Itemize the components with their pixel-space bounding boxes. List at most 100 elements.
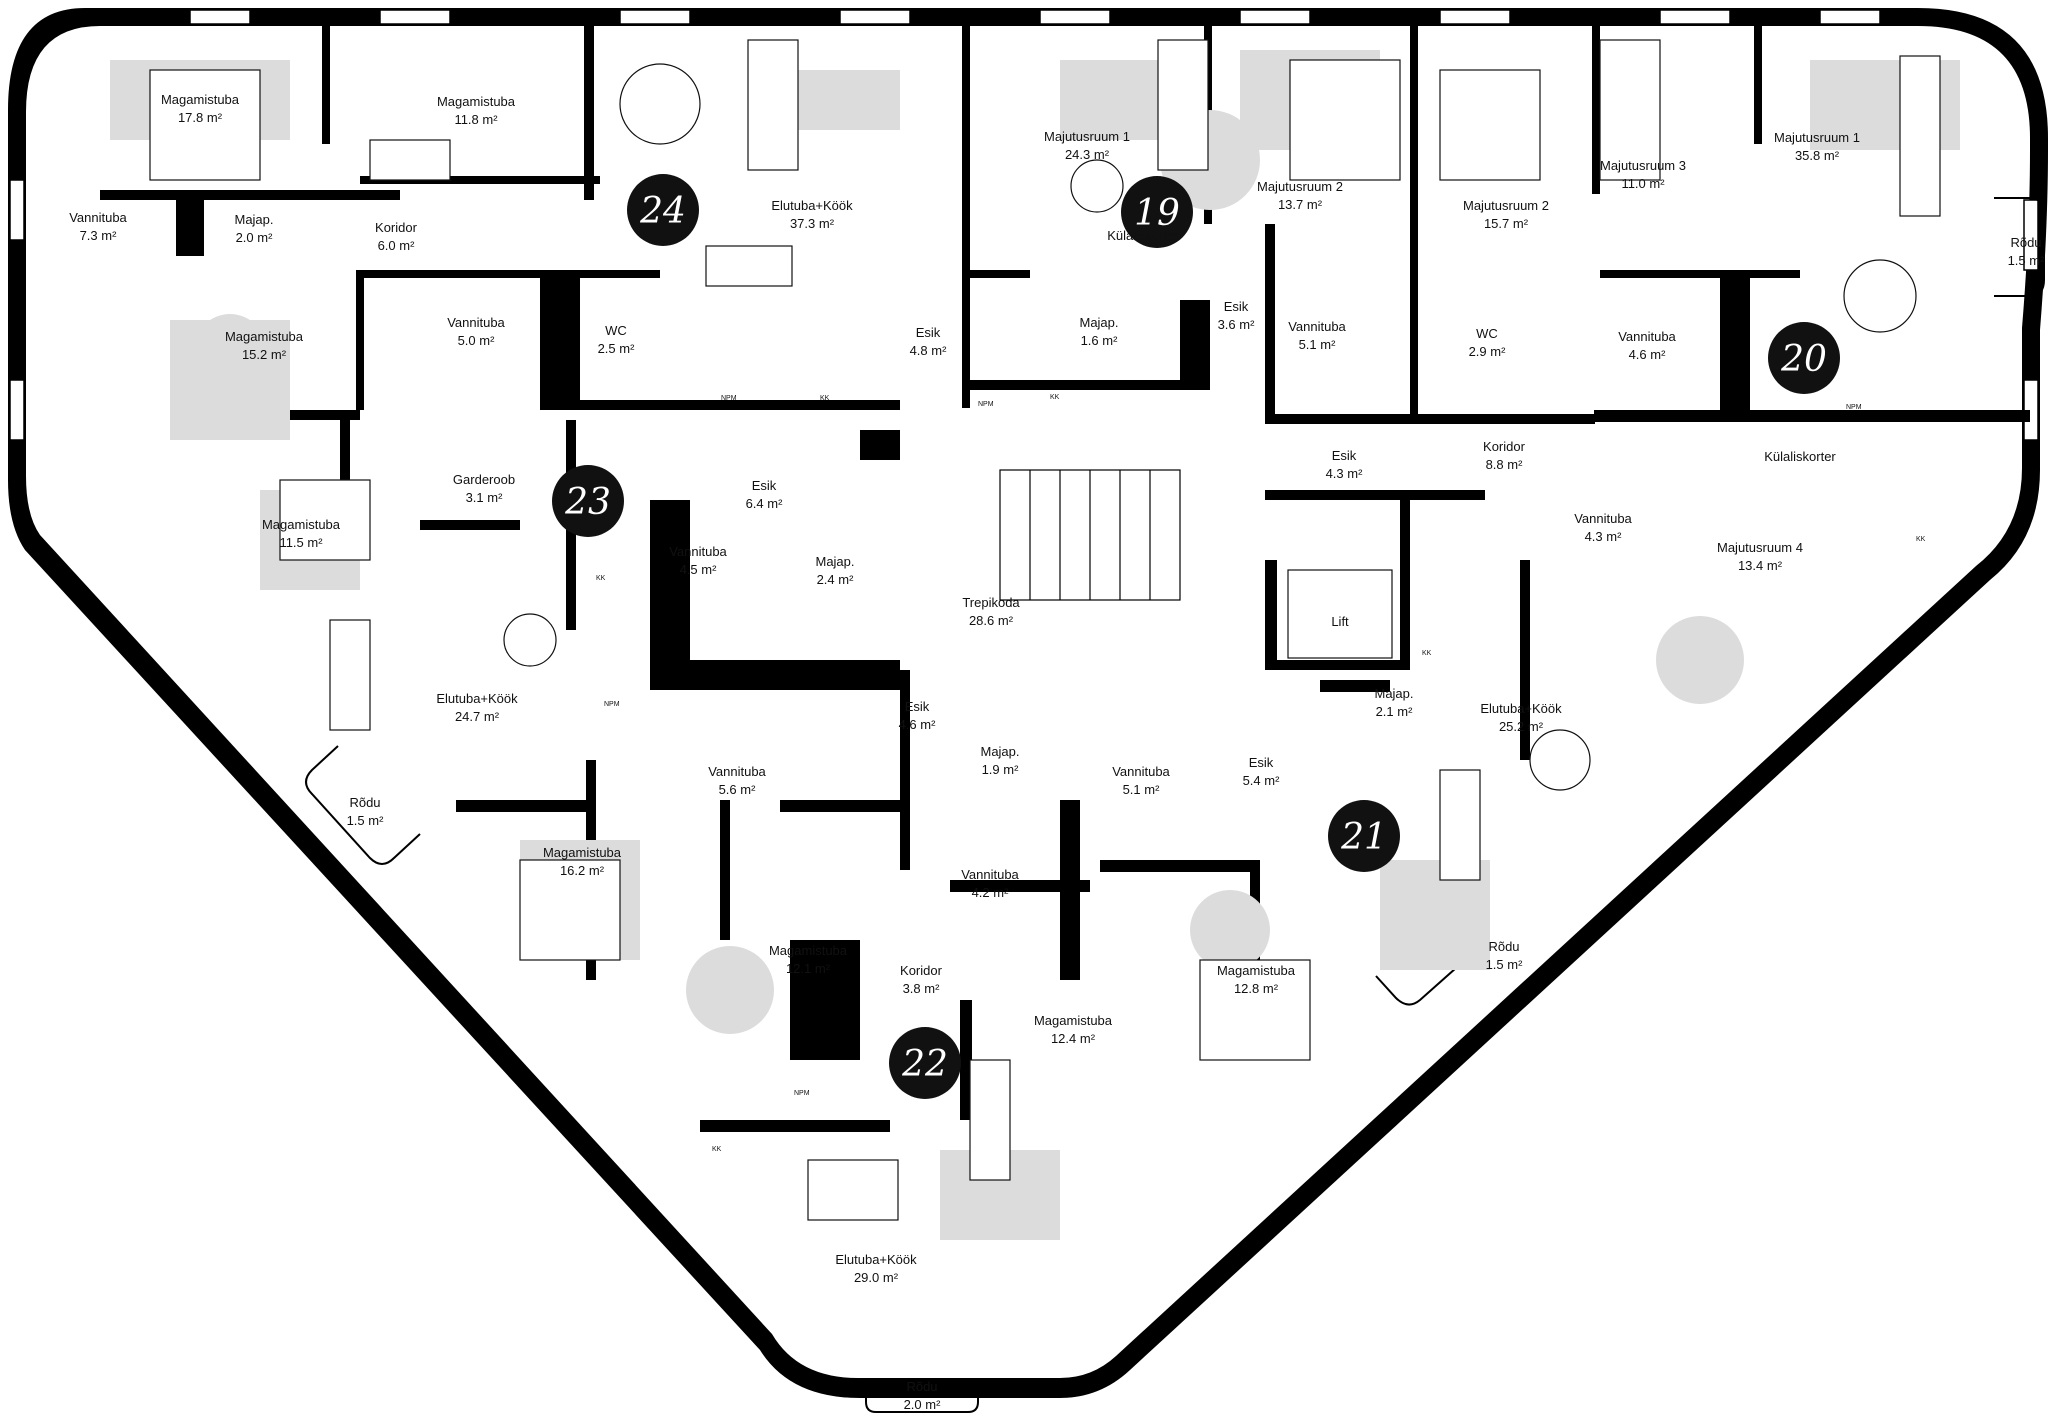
svg-text:Rõdu: Rõdu — [906, 1379, 937, 1394]
svg-text:Magamistuba: Magamistuba — [262, 517, 341, 532]
svg-text:Magamistuba: Magamistuba — [225, 329, 304, 344]
svg-text:24.3 m²: 24.3 m² — [1065, 147, 1110, 162]
svg-text:Esik: Esik — [752, 478, 777, 493]
unit-badge-22: 22 — [889, 1027, 961, 1099]
room-label: WC2.9 m² — [1469, 326, 1507, 359]
svg-text:Magamistuba: Magamistuba — [769, 943, 848, 958]
svg-text:2.0 m²: 2.0 m² — [236, 230, 274, 245]
room-label: Koridor 6.0 m² — [375, 220, 418, 253]
room-label: Vannituba 5.1 m² — [1288, 319, 1346, 352]
appliance-tag: NPM — [604, 701, 620, 708]
svg-text:Vannituba: Vannituba — [1618, 329, 1676, 344]
room-label: Majutusruum 2 13.7 m² — [1257, 179, 1343, 212]
svg-text:12.1 m²: 12.1 m² — [786, 961, 831, 976]
svg-text:11.0 m²: 11.0 m² — [1621, 176, 1665, 191]
unit-badge-24: 24 — [627, 174, 699, 246]
svg-text:Vannituba: Vannituba — [447, 315, 505, 330]
room-label: Vannituba 4.6 m² — [1618, 329, 1676, 362]
interior-walls — [100, 24, 2030, 1132]
svg-text:11.8 m²: 11.8 m² — [454, 112, 498, 127]
appliance-tag: KK — [1916, 536, 1926, 543]
svg-text:4.6 m²: 4.6 m² — [1629, 347, 1667, 362]
room-label: Rõdu 1.5 m² — [2008, 235, 2046, 268]
svg-text:Magamistuba: Magamistuba — [161, 92, 240, 107]
room-label: Majap.1.6 m² — [1079, 315, 1118, 348]
appliance-tag: NPM — [794, 1090, 810, 1097]
svg-text:Vannituba: Vannituba — [708, 764, 766, 779]
svg-text:5.1 m²: 5.1 m² — [1299, 337, 1337, 352]
appliance-tag: NPM — [978, 401, 994, 408]
svg-text:4.2 m²: 4.2 m² — [972, 885, 1010, 900]
stairwell — [999, 469, 1393, 659]
svg-text:37.3 m²: 37.3 m² — [790, 216, 835, 231]
room-label: Vannituba 4.2 m² — [961, 867, 1019, 900]
svg-text:5.0 m²: 5.0 m² — [458, 333, 496, 348]
svg-text:Magamistuba: Magamistuba — [543, 845, 622, 860]
svg-text:Koridor: Koridor — [375, 220, 418, 235]
svg-text:WC: WC — [1476, 326, 1498, 341]
svg-text:Majutusruum 1: Majutusruum 1 — [1044, 129, 1130, 144]
svg-text:1.5 m²: 1.5 m² — [347, 813, 385, 828]
svg-text:Majutusruum 2: Majutusruum 2 — [1257, 179, 1343, 194]
unit-number: 23 — [564, 482, 611, 523]
svg-text:Majap.: Majap. — [1374, 686, 1413, 701]
room-label: Koridor 8.8 m² — [1483, 439, 1526, 472]
svg-text:5.1 m²: 5.1 m² — [1123, 782, 1161, 797]
svg-text:12.4 m²: 12.4 m² — [1051, 1031, 1096, 1046]
svg-text:Koridor: Koridor — [1483, 439, 1526, 454]
svg-text:5.4 m²: 5.4 m² — [1243, 773, 1281, 788]
svg-text:11.5 m²: 11.5 m² — [279, 535, 323, 550]
room-label: Majap.2.4 m² — [815, 554, 854, 587]
svg-text:Majutusruum 4: Majutusruum 4 — [1717, 540, 1803, 555]
svg-text:24.7 m²: 24.7 m² — [455, 709, 500, 724]
room-label: WC 2.5 m² — [598, 323, 636, 356]
svg-text:8.8 m²: 8.8 m² — [1486, 457, 1524, 472]
svg-text:3.1 m²: 3.1 m² — [466, 490, 504, 505]
svg-text:1.5 m²: 1.5 m² — [1486, 957, 1524, 972]
svg-text:Vannituba: Vannituba — [669, 544, 727, 559]
svg-text:25.2 m²: 25.2 m² — [1499, 719, 1544, 734]
svg-text:Rõdu: Rõdu — [1488, 939, 1519, 954]
svg-text:Vannituba: Vannituba — [961, 867, 1019, 882]
unit-number: 20 — [1780, 339, 1827, 380]
svg-text:Vannituba: Vannituba — [1288, 319, 1346, 334]
svg-text:1.6 m²: 1.6 m² — [1081, 333, 1119, 348]
appliance-tags: NPM KK NPM KK NPM KK NPM KK NPM KK KK — [596, 394, 1926, 1153]
svg-text:1.5 m²: 1.5 m² — [2008, 253, 2046, 268]
unit-badge-20: 20 — [1768, 322, 1840, 394]
svg-text:Elutuba+Köök: Elutuba+Köök — [1480, 701, 1562, 716]
room-label: Majap.1.9 m² — [980, 744, 1019, 777]
svg-text:13.7 m²: 13.7 m² — [1278, 197, 1323, 212]
svg-text:2.5 m²: 2.5 m² — [598, 341, 636, 356]
svg-text:1.9 m²: 1.9 m² — [982, 762, 1020, 777]
room-label: Majutusruum 215.7 m² — [1463, 198, 1549, 231]
unit-number: 24 — [639, 191, 686, 232]
svg-text:Majap.: Majap. — [234, 212, 273, 227]
svg-text:WC: WC — [605, 323, 627, 338]
svg-text:28.6 m²: 28.6 m² — [969, 613, 1014, 628]
svg-text:Garderoob: Garderoob — [453, 472, 515, 487]
room-label: Rõdu 1.5 m² — [1486, 939, 1524, 972]
svg-text:Koridor: Koridor — [900, 963, 943, 978]
unit-badge-23: 23 — [552, 465, 624, 537]
unit-number: 21 — [1340, 817, 1387, 858]
svg-text:Vannituba: Vannituba — [1574, 511, 1632, 526]
svg-text:Rõdu: Rõdu — [2010, 235, 2041, 250]
svg-text:6.0 m²: 6.0 m² — [378, 238, 416, 253]
